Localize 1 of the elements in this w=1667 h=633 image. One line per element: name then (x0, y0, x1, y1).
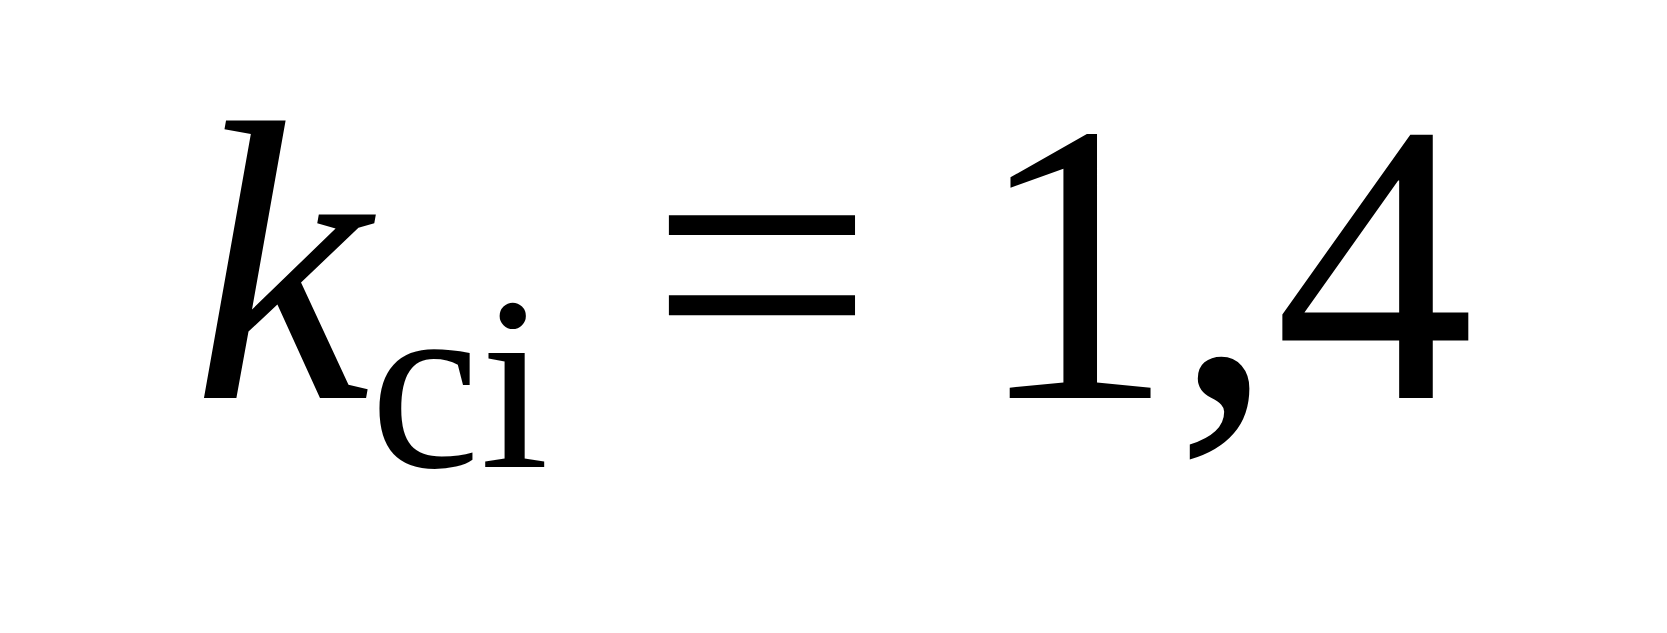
formula: k$_{ci}$ = 1,4 (192, 64, 1475, 509)
